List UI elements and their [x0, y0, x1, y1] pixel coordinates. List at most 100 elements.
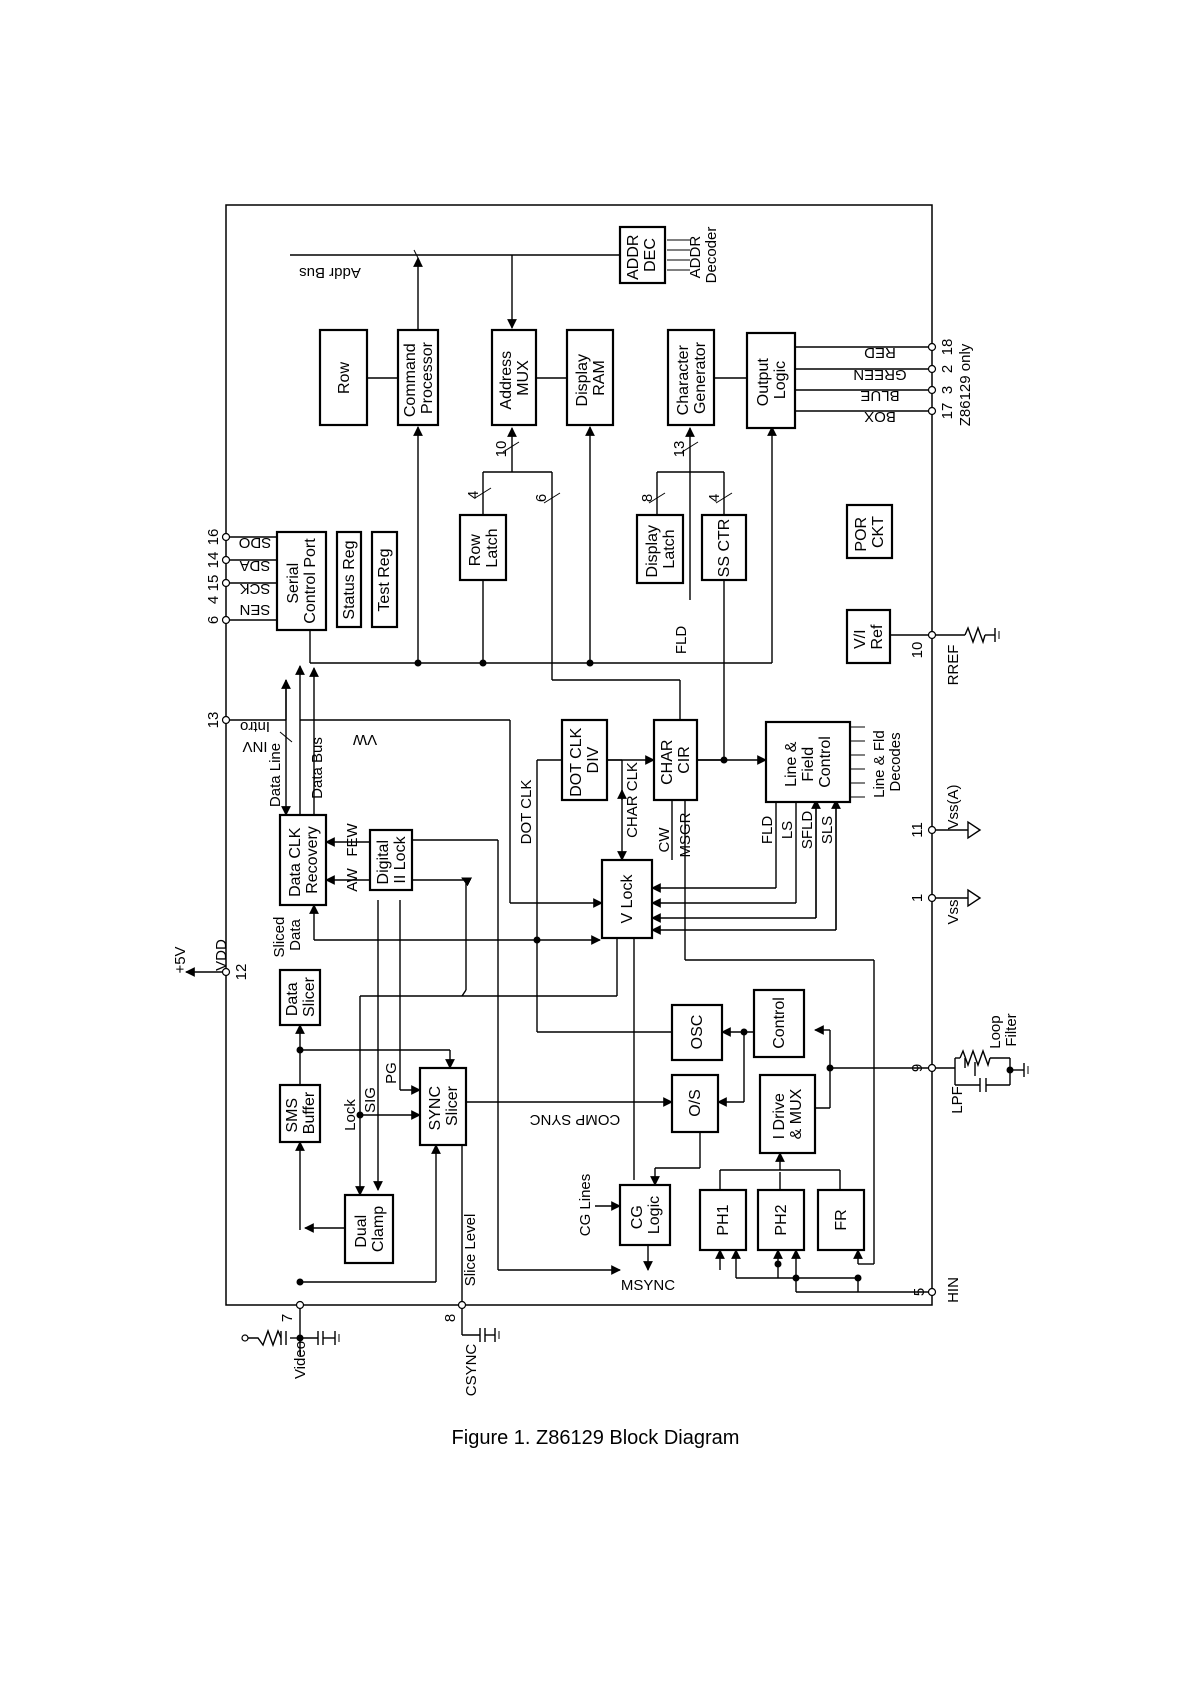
block-cg-logic: CG Logic — [618, 1183, 672, 1247]
pin-number-16: 16 — [205, 529, 222, 546]
label-sck: SCK — [240, 580, 271, 597]
block-row-latch: Row Latch — [458, 513, 508, 582]
block-dual-clamp: Dual Clamp — [343, 1193, 395, 1265]
label-comp-sync: COMP SYNC — [530, 1111, 621, 1128]
block-control: Control — [752, 988, 806, 1059]
label-addr-decoder: ADDR Decoder — [687, 227, 720, 284]
label-msync: MSYNC — [621, 1277, 675, 1294]
pin-number-4: 4 — [205, 596, 222, 604]
pin-number-14: 14 — [205, 552, 222, 569]
label-green: GREEN — [853, 366, 906, 383]
block-por-ckt: POR CKT — [845, 503, 894, 560]
label-bus-10: 10 — [493, 441, 510, 458]
block-addr-dec: ADDR DEC — [618, 225, 667, 285]
block-character-generator: Character Generator — [666, 328, 716, 427]
label-fld: FLD — [759, 816, 776, 845]
label-blue: BLUE — [860, 387, 899, 404]
svg-text:FR: FR — [833, 1209, 850, 1230]
block-os: O/S — [670, 1073, 720, 1134]
label-pg: PG — [383, 1062, 400, 1084]
label-bus-13: 13 — [671, 441, 688, 458]
block-test-reg: Test Reg — [370, 530, 399, 629]
wiring — [185, 239, 1024, 1355]
svg-text:PH2: PH2 — [773, 1204, 790, 1235]
svg-text:Data Slicer: Data Slicer — [284, 976, 318, 1017]
svg-text:PH1: PH1 — [715, 1204, 732, 1235]
pin-number-18: 18 — [939, 339, 956, 356]
signal-labels: Addr Bus ADDR Decoder RED GREEN BLUE BOX… — [172, 227, 1020, 1397]
svg-text:Display Latch: Display Latch — [644, 521, 678, 578]
block-command-processor: Command Processor — [396, 328, 440, 427]
figure-caption: Figure 1. Z86129 Block Diagram — [451, 1427, 740, 1449]
block-display-ram: Display RAM — [565, 328, 615, 427]
block-status-reg: Status Reg — [335, 530, 363, 629]
blocks: ADDR DEC Row Command Processor Address M… — [275, 225, 894, 1265]
block-fr: FR — [816, 1188, 866, 1252]
svg-text:Digital II Lock: Digital II Lock — [375, 835, 409, 884]
pin-number-10: 10 — [909, 642, 926, 659]
label-sig: SIG — [362, 1087, 379, 1113]
chip-outline — [225, 204, 933, 1306]
svg-text:SMS Buffer: SMS Buffer — [284, 1091, 318, 1134]
svg-text:OSC: OSC — [689, 1015, 706, 1050]
block-serial-control-port: Serial Control Port — [275, 530, 328, 632]
pin-number-6: 6 — [205, 616, 222, 624]
svg-text:Data CLK Recovery: Data CLK Recovery — [287, 823, 321, 897]
label-red: RED — [864, 344, 896, 361]
label-bus-8: 8 — [639, 494, 656, 502]
svg-text:I Drive & MUX: I Drive & MUX — [771, 1088, 805, 1139]
label-sen: SEN — [240, 601, 271, 618]
label-loop-filter: Loop Filter — [987, 1011, 1020, 1049]
svg-text:Status Reg: Status Reg — [341, 540, 358, 619]
block-osc: OSC — [670, 1003, 724, 1062]
block-char-cir: CHAR CIR — [652, 718, 699, 802]
label-data-line: Data Line — [267, 743, 284, 807]
label-cg-lines: CG Lines — [577, 1174, 594, 1237]
svg-text:Display RAM: Display RAM — [574, 350, 608, 407]
pin-number-9: 9 — [909, 1064, 926, 1072]
label-sda: SDA — [240, 557, 271, 574]
pin-number-13: 13 — [205, 712, 222, 729]
block-line-field-control: Line & Field Control — [764, 720, 852, 804]
svg-text:Row: Row — [336, 362, 353, 394]
label-lpf: LPF — [949, 1086, 966, 1114]
label-data-bus: Data Bus — [309, 737, 326, 799]
svg-text:CHAR CIR: CHAR CIR — [659, 735, 693, 785]
svg-text:POR CKT: POR CKT — [853, 512, 887, 551]
pin-number-11: 11 — [909, 822, 926, 838]
pin-number-7: 7 — [279, 1314, 296, 1322]
svg-text:Row Latch: Row Latch — [467, 528, 501, 567]
label-rref: RREF — [945, 645, 962, 686]
label-fld-upper: FLD — [673, 626, 690, 655]
label-few: FEW — [344, 822, 361, 856]
svg-text:Character Generator: Character Generator — [675, 341, 709, 416]
label-line-fld-decodes: Line & Fld Decodes — [871, 726, 904, 798]
label-ls: LS — [779, 821, 796, 839]
label-hin: HIN — [945, 1277, 962, 1303]
block-row: Row — [318, 328, 369, 427]
svg-text:Line & Field C: Line & Field Control — [783, 736, 834, 788]
svg-text:DOT CLK DIV: DOT CLK DIV — [568, 723, 602, 797]
label-vdd: VDD — [213, 939, 230, 971]
label-sls: SLS — [819, 816, 836, 844]
block-vi-ref: V/I Ref — [845, 608, 892, 665]
svg-text:SS CTR: SS CTR — [716, 519, 733, 578]
svg-text:CG Logic: CG Logic — [629, 1196, 663, 1234]
label-intro: Intro — [240, 718, 270, 735]
label-lock: Lock — [342, 1099, 359, 1131]
block-i-drive-mux: I Drive & MUX — [758, 1073, 817, 1155]
pin-number-17: 17 — [939, 403, 956, 420]
label-bus-6: 6 — [533, 494, 550, 502]
svg-text:Serial Control Port: Serial Control Port — [285, 538, 319, 624]
external-components — [241, 625, 1029, 1348]
pin-number-12: 12 — [233, 964, 250, 981]
pin-number-8: 8 — [442, 1314, 459, 1322]
label-vw: VW — [352, 731, 377, 748]
label-box: BOX — [864, 408, 896, 425]
label-addr-bus: Addr Bus — [299, 264, 361, 281]
svg-text:V Lock: V Lock — [619, 874, 636, 924]
svg-text:Address MUX: Address MUX — [498, 346, 532, 409]
label-sdo: SDO — [239, 534, 272, 551]
block-ph1: PH1 — [698, 1188, 748, 1252]
svg-text:O/S: O/S — [687, 1089, 704, 1117]
